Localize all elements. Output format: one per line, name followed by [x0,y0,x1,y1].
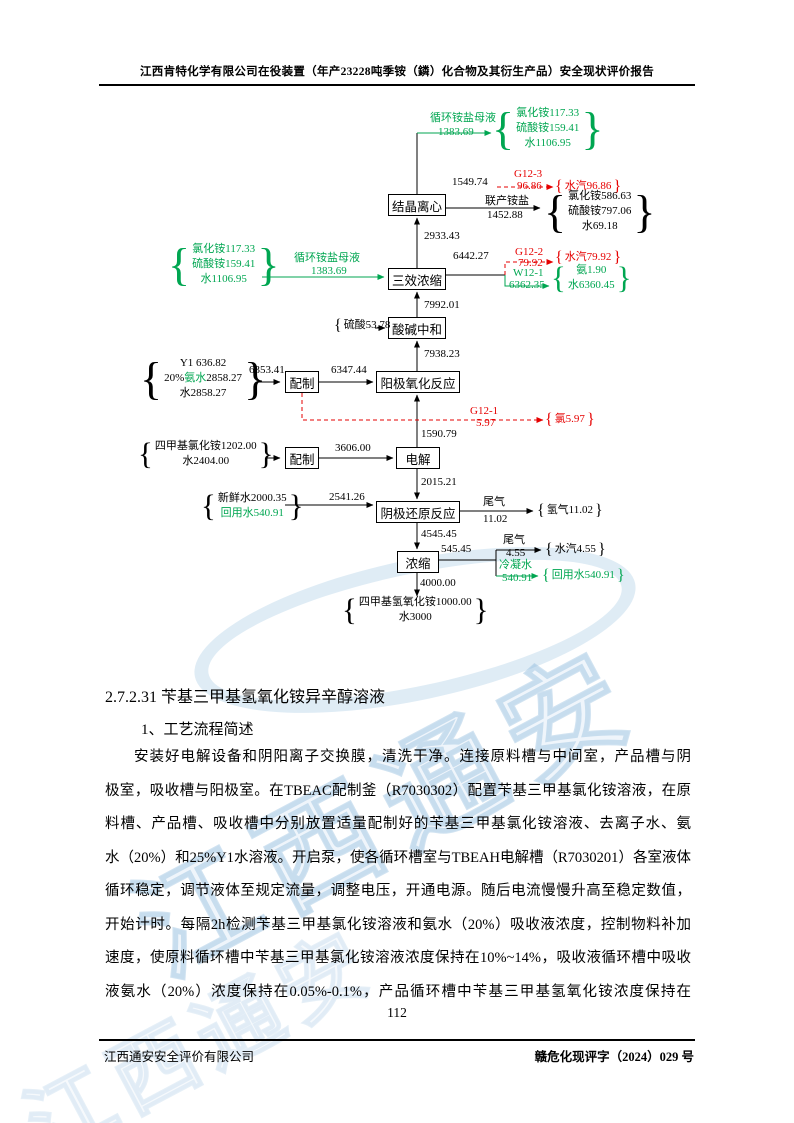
brace-group-coproduct-salt: { 氯化铵586.63 硫酸铵797.06 水69.18 } [544,185,656,237]
flow-box-neutralize: 酸碱中和 [388,317,446,339]
page-header-title: 江西肯特化学有限公司在役装置（年产23228吨季铵（鏻）化合物及其衍生产品）安全… [139,66,655,78]
flow-value: 1383.69 [438,126,474,138]
brace-group-vapor-455: {水汽4.55} [545,540,606,558]
flow-box-prep1: 配制 [285,371,319,393]
flow-box-cathode: 阴极还原反应 [376,501,460,523]
body-line: 速度，使原料循环槽中苄基三甲基氯化铵溶液浓度保持在10%~14%，吸收液循环槽中… [105,950,691,966]
body-line: 安装好电解设备和阴阳离子交换膜，清洗干净。连接原料槽与中间室，产品槽与阴 [134,749,691,765]
brace-group-vapor-96: {水汽96.86} [555,177,622,195]
brace-group-recycled-water: {回用水540.91} [542,566,625,584]
brace-group-ammonia-water: { 氨1.90 水6360.45 } [551,259,632,295]
footer-doc-number: 赣危化现评字（2024）029 号 [534,1050,694,1064]
stream-label: G12-1 [470,405,499,417]
flow-value: 6353.41 [249,364,285,376]
section-heading: 2.7.2.31 苄基三甲基氢氧化铵异辛醇溶液 [105,689,386,706]
flow-value: 1590.79 [421,428,457,440]
flow-box-triple-effect: 三效浓缩 [388,268,446,290]
body-line: 水（20%）和25%Y1水溶液。开启泵，使各循环槽室与TBEAH电解槽（R703… [105,849,691,866]
flow-value: 4.55 [506,547,526,559]
flow-box-concentrate: 浓缩 [397,551,439,573]
flow-value: 7992.01 [424,299,460,311]
flow-value: 545.45 [441,543,472,555]
flow-box-electrolysis: 电解 [396,447,440,469]
brace-group-vapor-79: {水汽79.92} [555,248,622,266]
flow-value: 2541.26 [329,491,365,503]
flow-box-prep2: 配制 [285,447,319,469]
body-paragraph: 安装好电解设备和阴阳离子交换膜，清洗干净。连接原料槽与中间室，产品槽与阴 极室，… [105,741,691,1009]
flow-value: 96.86 [517,180,542,192]
flow-value: 2933.43 [424,230,460,242]
flow-connectors [258,130,554,597]
flow-value: 5.97 [476,417,496,429]
flow-value: 79.92 [518,257,543,269]
header-rule [99,84,695,86]
page-number: 112 [387,1005,407,1020]
flow-value: 7938.23 [424,348,460,360]
flow-value: 6347.44 [331,364,367,376]
flow-value: 4545.45 [421,528,457,540]
stream-label: 尾气 [503,534,525,546]
flow-value: 6362.35 [509,279,545,291]
flow-value: 1452.88 [487,209,523,221]
body-line: 极室，吸收槽与阳极室。在TBEAC配制釜（R7030302）配置苄基三甲基氯化铵… [105,782,691,799]
footer-company: 江西通安安全评价有限公司 [104,1050,255,1064]
stream-label: G12-2 [515,246,544,258]
section-subheading: 1、工艺流程简述 [141,722,254,738]
stream-label: W12-1 [513,267,544,279]
stream-label: 循环铵盐母液 [430,112,496,124]
flow-box-anode: 阳极氧化反应 [376,371,460,393]
flow-value: 3606.00 [335,442,371,454]
brace-group-hydrogen: {氢气11.02} [537,501,603,519]
footer-rule [99,1039,695,1041]
flow-value: 2015.21 [421,476,457,488]
flow-value: 4000.00 [420,577,456,589]
brace-group-anode-feed: { Y1 636.82 20%氨水2858.27 水2858.27 } [140,352,267,404]
flow-box-crystallize: 结晶离心 [388,194,446,216]
brace-group-chlorine: {氯5.97} [545,410,595,428]
stream-label: 冷凝水 [499,559,532,571]
body-line: 料槽、产品槽、吸收槽中分别放置适量配制好的苄基三甲基氯化铵溶液、去离子水、氨 [105,816,691,832]
brace-group-left-mother-liquor: { 氯化铵117.33 硫酸铵159.41 水1106.95 } [168,238,280,290]
body-line: 循环稳定，调节液体至规定流量，调整电压，开通电源。随后电流慢慢升高至稳定数值， [105,883,691,899]
stream-label: 循环铵盐母液 [294,252,360,264]
body-line: 液氨水（20%）浓度保持在0.05%-0.1%，产品循环槽中苄基三甲基氢氧化铵浓… [105,983,691,1000]
flow-value: 540.91 [502,572,533,584]
brace-group-product: { 四甲基氢氧化铵1000.00 水3000 } [342,591,489,627]
flow-value: 6442.27 [453,250,489,262]
brace-group-sulfuric-acid: {硫酸53.78 [334,316,391,334]
flow-value: 11.02 [483,513,508,525]
brace-group-top-mother-liquor: { 氯化铵117.33 硫酸铵159.41 水1106.95 } [492,102,604,154]
brace-group-tmac-feed: { 四甲基氯化铵1202.00 水2404.00 } [138,435,274,471]
body-line: 开始计时。每隔2h检测苄基三甲基氯化铵溶液和氨水（20%）吸收液浓度，控制物料补… [105,916,691,933]
flow-value: 1549.74 [452,176,488,188]
stream-label: G12-3 [514,168,543,180]
stream-label: 联产铵盐 [485,195,529,207]
stream-label: 尾气 [483,496,505,508]
flow-value: 1383.69 [311,265,347,277]
brace-group-water-feed: { 新鲜水2000.35 回用水540.91 } [201,487,304,523]
